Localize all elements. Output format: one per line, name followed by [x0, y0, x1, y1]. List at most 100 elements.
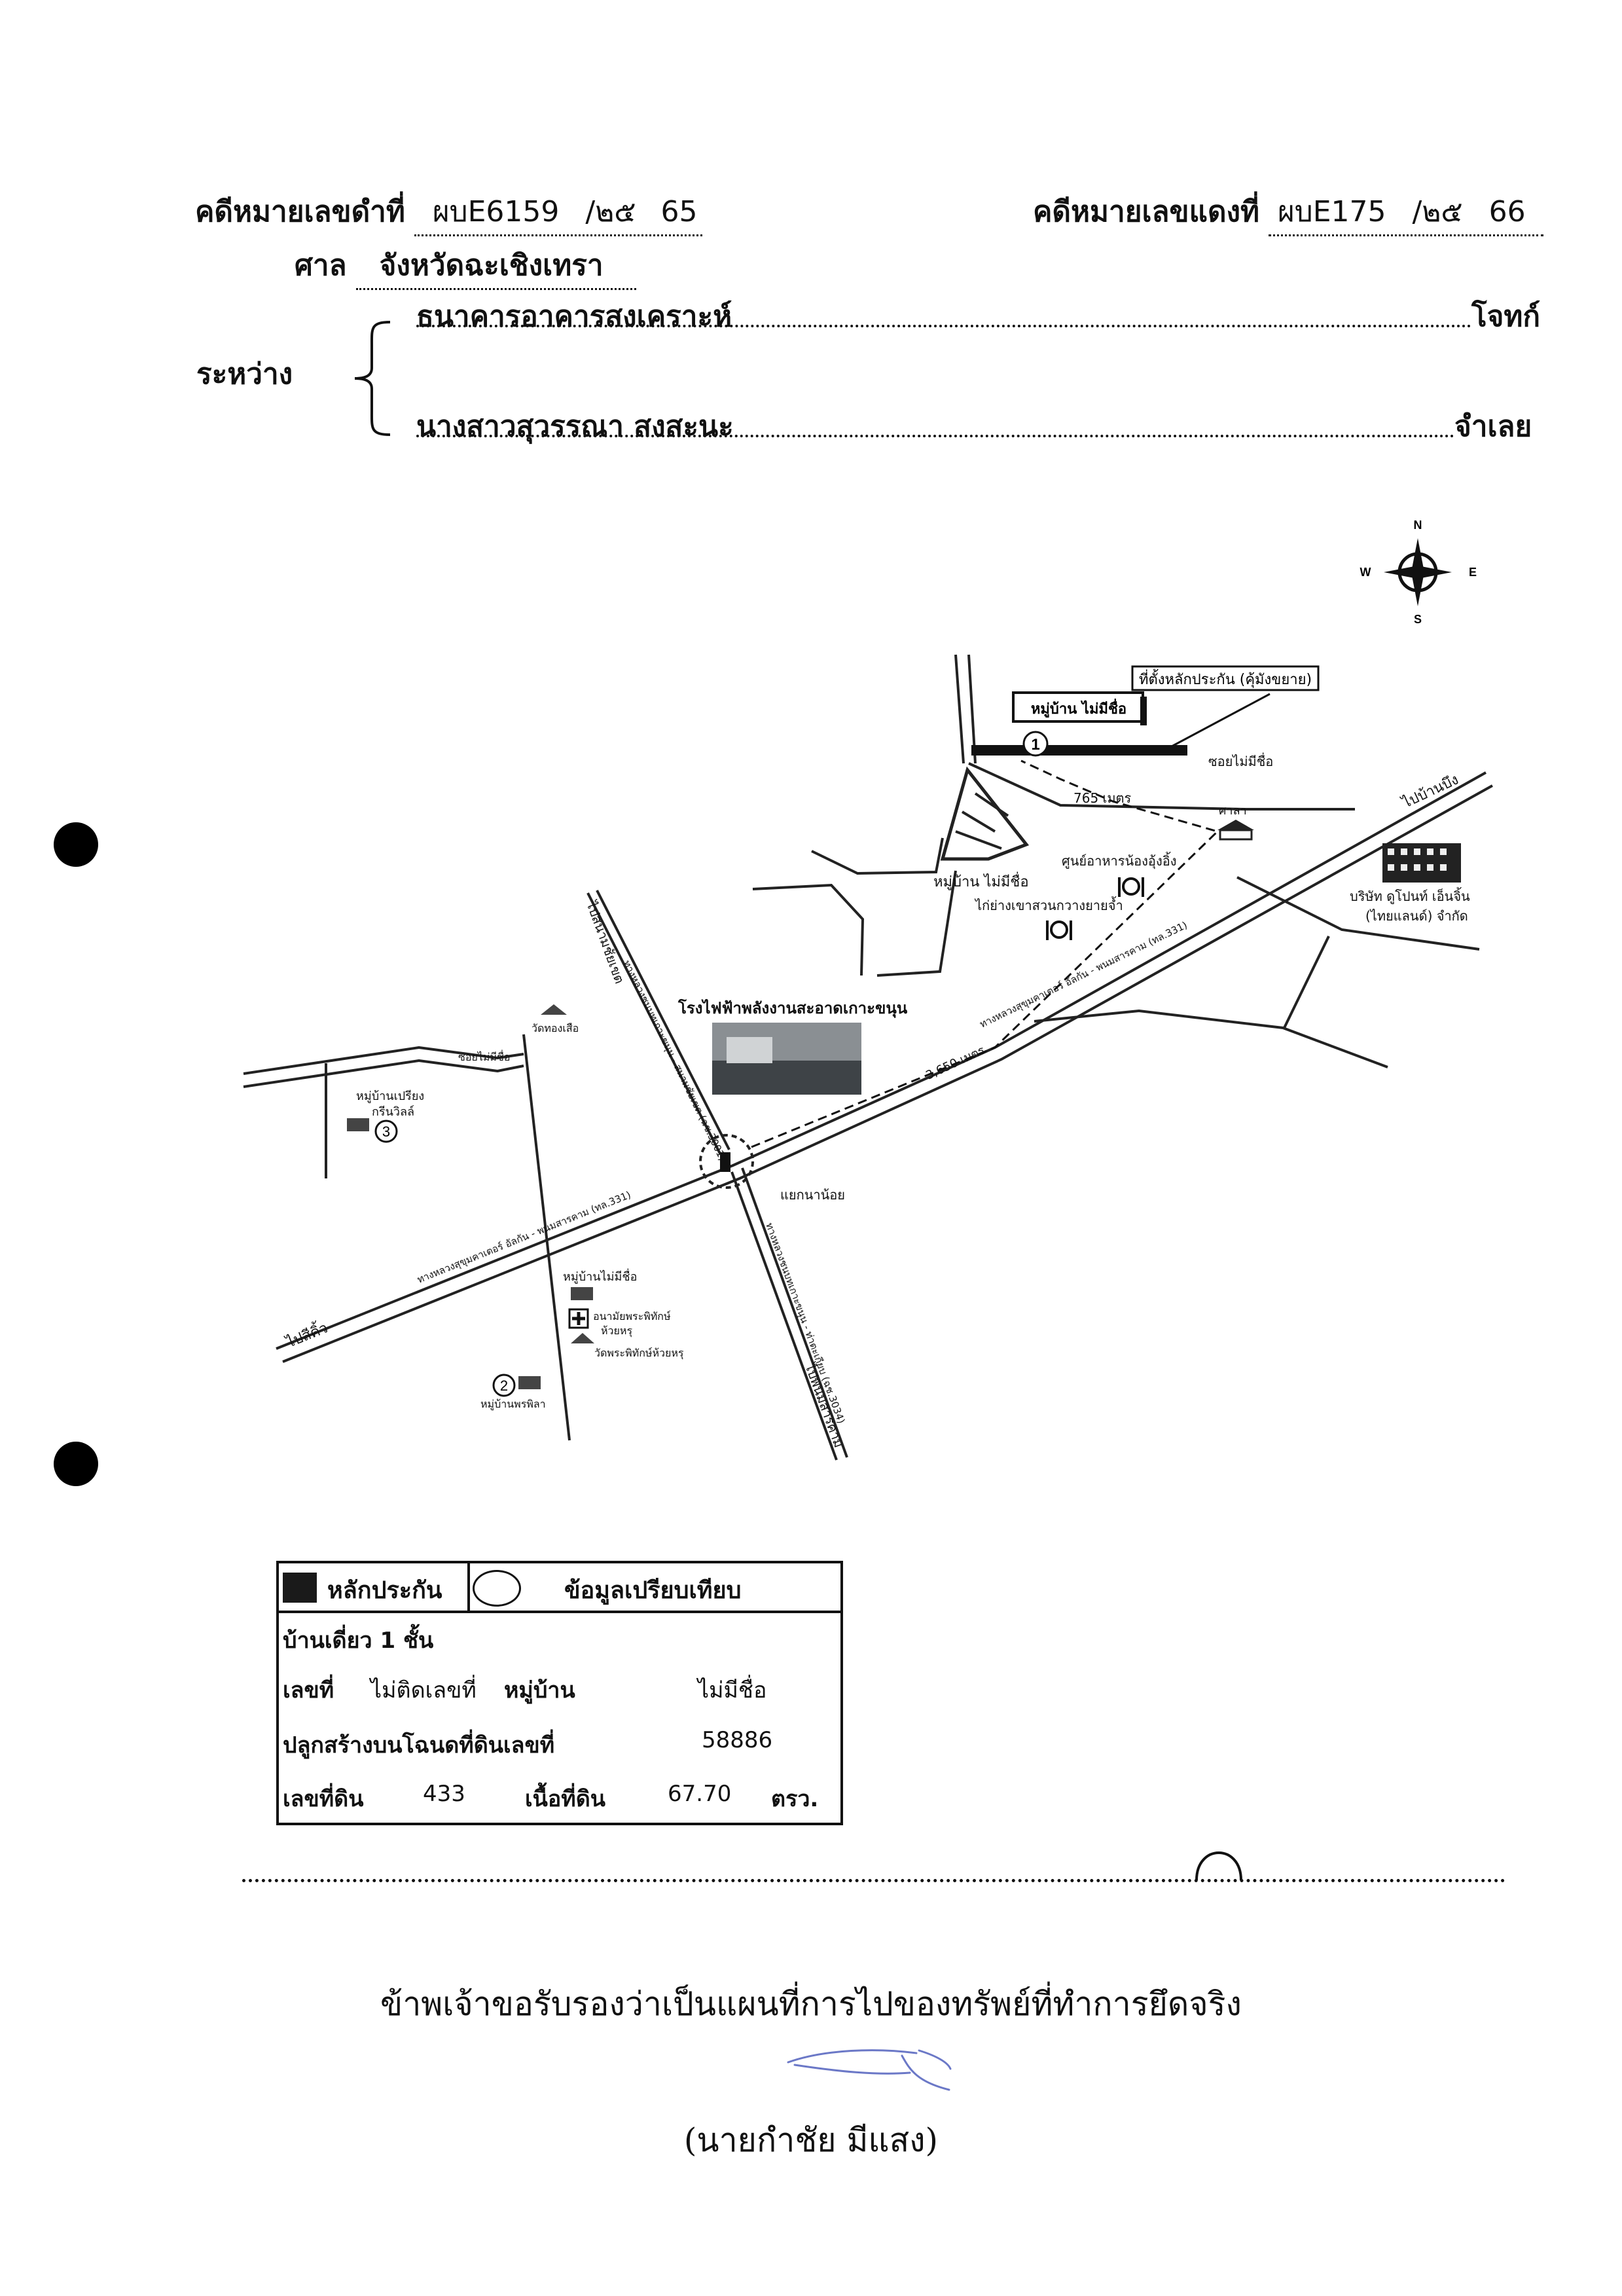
black-case-label: คดีหมายเลขดำที่ — [195, 195, 405, 228]
house-icon-2 — [571, 1287, 593, 1300]
house-no-label: เลขที่ — [283, 1677, 334, 1704]
land-no-label: เลขที่ดิน — [283, 1786, 364, 1812]
legend-collateral: หลักประกัน — [327, 1577, 442, 1604]
company-label-2: (ไทยแลนด์) จำกัด — [1365, 908, 1468, 924]
black-case-number-field: ผบE6159 /๒๕ 65 — [414, 189, 702, 236]
temple-label-1: วัดทองเสือ — [532, 1022, 579, 1034]
area-value: 67.70 — [668, 1781, 732, 1807]
village-plot — [940, 766, 1030, 861]
defendant-line — [416, 435, 1454, 437]
property-legend: หลักประกัน ข้อมูลเปรียบเทียบ บ้านเดี่ยว … — [276, 1561, 843, 1825]
signature — [787, 2049, 952, 2091]
area-label: เนื้อที่ดิน — [525, 1786, 606, 1812]
legend-header-separator — [467, 1563, 470, 1611]
temple-icon-2 — [571, 1333, 594, 1343]
binder-hole-top — [54, 822, 98, 867]
land-no-value: 433 — [423, 1781, 465, 1807]
village-phisit-label: หมู่บ้านพรพิลา — [480, 1398, 546, 1411]
between-label: ระหว่าง — [196, 357, 293, 391]
red-case-number-field: ผบE175 /๒๕ 66 — [1269, 189, 1544, 236]
house-icon-3 — [518, 1376, 541, 1389]
plaintiff-name: ธนาคารอาคารสงเคราะห์ — [416, 300, 732, 333]
plaintiff-role: โจทก์ — [1471, 300, 1541, 333]
collateral-swatch — [283, 1573, 317, 1603]
collateral-location-label: ที่ตั้งหลักประกัน (คุ้มังขยาย) — [1139, 669, 1312, 688]
legend-header-divider — [279, 1611, 840, 1613]
restaurant-icon-2 — [1046, 920, 1072, 940]
black-case-number: ผบE6159 — [432, 195, 560, 228]
compass-south: S — [1414, 613, 1422, 626]
legend-comparison: ข้อมูลเปรียบเทียบ — [564, 1577, 742, 1604]
village-unnamed-2-label: หมู่บ้านไม่มีชื่อ — [563, 1268, 637, 1284]
village-unnamed-label: หมู่บ้าน ไม่มีชื่อ — [933, 871, 1029, 890]
defendant-name: นางสาวสุวรรณา สงสะนะ — [416, 410, 734, 443]
comparison-circle-icon — [473, 1570, 521, 1607]
roundabout — [699, 1134, 754, 1189]
soi-unnamed-2-label: ซอยไม่มีชื่อ — [458, 1049, 510, 1063]
deed-value: 58886 — [702, 1727, 773, 1753]
highway-south-label: ทางหลวงชนบทเกาะขนุน - ท่าตะเกียบ (ฉช.303… — [763, 1221, 847, 1425]
intersection-label: แยกนาน้อย — [780, 1187, 845, 1203]
village-box-label: หมู่บ้าน ไม่มีชื่อ — [1031, 698, 1126, 718]
grill-label: ไก่ย่างเขาสวนกวางยายจ้ำ — [974, 896, 1123, 913]
house-type: บ้านเดี่ยว 1 ชั้น — [283, 1628, 434, 1654]
marker-1: 1 — [1022, 731, 1049, 757]
court-line: ศาล จังหวัดฉะเชิงเทรา — [295, 242, 636, 290]
factory-building-icon — [1382, 843, 1461, 883]
north-road — [586, 892, 721, 1154]
power-plant-label: โรงไฟฟ้าพลังงานสะอาดเกาะขนุน — [677, 998, 908, 1019]
compass-west: W — [1360, 566, 1371, 579]
court-name-field: จังหวัดฉะเชิงเทรา — [355, 242, 636, 290]
village-label: หมู่บ้าน — [504, 1677, 575, 1704]
divider-arch — [1195, 1851, 1242, 1881]
temple-icon-1 — [541, 1004, 567, 1015]
location-map: 1 2 3 ที่ตั้งหลักประกัน (คุ้มังขยาย) หมู… — [243, 654, 1493, 1461]
health-center-label: อนามัยพระพิทักษ์ — [593, 1310, 671, 1322]
compass-east: E — [1469, 566, 1477, 579]
svg-text:2: 2 — [500, 1377, 508, 1394]
health-center-icon — [568, 1308, 589, 1329]
black-case-separator: /๒๕ — [585, 195, 636, 228]
company-label-1: บริษัท ดูโปนท์ เอ็นจิ้น — [1350, 887, 1470, 905]
restaurant-label: ศูนย์อาหารน้องอุ้งอิ้ง — [1062, 852, 1177, 869]
black-case-line: คดีหมายเลขดำที่ ผบE6159 /๒๕ 65 — [195, 189, 702, 236]
marker-2: 2 — [492, 1374, 516, 1397]
marker-3: 3 — [374, 1120, 398, 1143]
restaurant-icon-1 — [1118, 877, 1144, 897]
binder-hole-bottom — [54, 1442, 98, 1486]
page-divider — [242, 1879, 1505, 1882]
compass-north: N — [1414, 519, 1422, 532]
to-sanam-chai-label: ไปสนามชัยเขต — [583, 898, 628, 986]
signer-name: (นายกำชัย มีแสง) — [683, 2121, 939, 2159]
certification-text: ข้าพเจ้าขอรับรองว่าเป็นแผนที่การไปของทรั… — [380, 1985, 1242, 2023]
area-unit: ตรว. — [771, 1786, 819, 1812]
sala-label: ศาลา — [1219, 804, 1247, 818]
svg-text:3: 3 — [382, 1123, 390, 1140]
compass-rose-icon: N S W E — [1360, 519, 1477, 626]
deed-label: ปลูกสร้างบนโฉนดที่ดินเลขที่ — [283, 1732, 555, 1758]
defendant-role: จำเลย — [1454, 410, 1532, 443]
red-case-label: คดีหมายเลขแดงที่ — [1033, 195, 1260, 228]
south-road — [730, 1171, 838, 1461]
distance-3650: 3,650 เมตร — [924, 1044, 987, 1083]
court-label: ศาล — [295, 249, 347, 282]
house-icon-1 — [347, 1118, 369, 1131]
house-no-value: ไม่ติดเลขที่ — [370, 1677, 477, 1704]
red-case-line: คดีหมายเลขแดงที่ ผบE175 /๒๕ 66 — [1033, 189, 1544, 236]
red-case-year: 66 — [1488, 195, 1526, 228]
red-case-number: ผบE175 — [1278, 195, 1386, 228]
red-case-separator: /๒๕ — [1412, 195, 1463, 228]
health-center-label-2: ห้วยหรุ — [601, 1324, 632, 1338]
black-case-year: 65 — [660, 195, 698, 228]
temple-label-2: วัดพระพิทักษ์ห้วยหรุ — [594, 1347, 684, 1360]
plaintiff-line — [416, 325, 1471, 327]
distance-765: 765 เมตร — [1073, 790, 1132, 806]
village-value: ไม่มีชื่อ — [698, 1677, 767, 1704]
traffic-light-icon — [720, 1152, 730, 1172]
collateral-marker — [971, 745, 1187, 756]
village-green-label-2: กรีนวิลล์ — [372, 1105, 414, 1119]
soi-label: ซอยไม่มีชื่อ — [1208, 752, 1273, 769]
route-path — [751, 759, 1219, 1148]
sala-icon — [1217, 820, 1254, 841]
between-brace — [354, 321, 391, 436]
